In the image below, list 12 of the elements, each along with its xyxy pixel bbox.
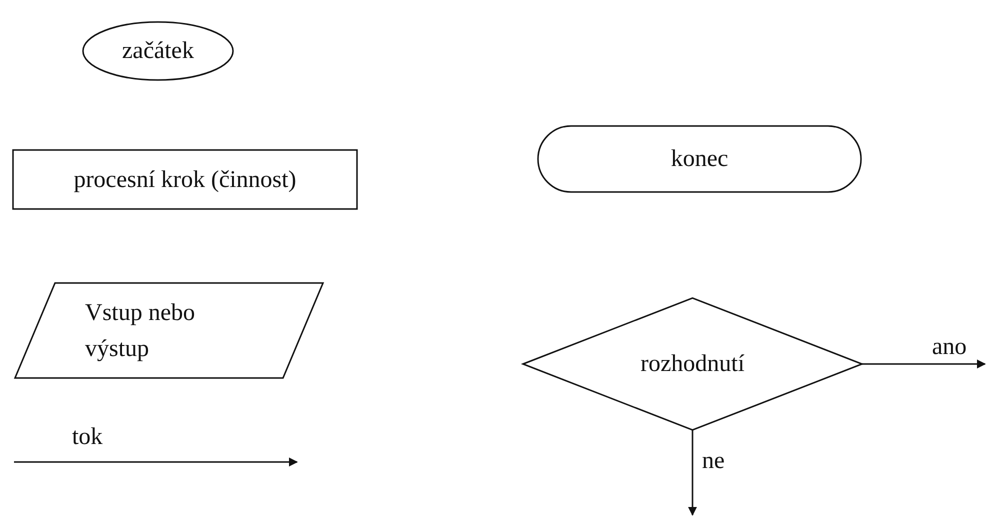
node-label: Vstup nebo výstup xyxy=(85,298,196,364)
start-terminator xyxy=(83,22,233,80)
node-label: procesní krok (činnost) xyxy=(74,166,296,194)
node-label: začátek xyxy=(122,37,194,66)
end-terminator xyxy=(538,126,861,192)
process-box xyxy=(13,150,357,209)
node-label: rozhodnutí xyxy=(640,350,744,379)
input-output-parallelogram xyxy=(15,283,323,378)
decision-diamond xyxy=(523,298,862,430)
node-label: konec xyxy=(670,145,728,174)
arrow xyxy=(862,360,986,368)
arrow xyxy=(688,430,697,516)
